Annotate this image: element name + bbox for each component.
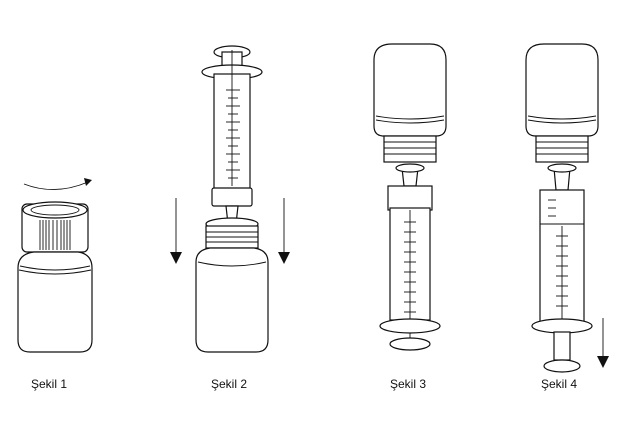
figure-1-caption: Şekil 1 xyxy=(31,377,68,391)
rotation-arrow-icon xyxy=(23,181,89,190)
figure-2-caption: Şekil 2 xyxy=(211,377,248,391)
figure-1-bottle-cap xyxy=(17,178,93,353)
figure-3-caption: Şekil 3 xyxy=(390,377,427,391)
figure-4-draw-liquid xyxy=(525,43,609,373)
figure-4-caption: Şekil 4 xyxy=(541,377,578,391)
down-arrow-icon xyxy=(597,318,609,368)
figure-2-syringe-into-bottle xyxy=(170,45,290,353)
down-arrow-icon xyxy=(170,198,182,264)
down-arrow-icon xyxy=(278,198,290,264)
figure-3-inverted-bottle-with-syringe xyxy=(373,43,447,351)
